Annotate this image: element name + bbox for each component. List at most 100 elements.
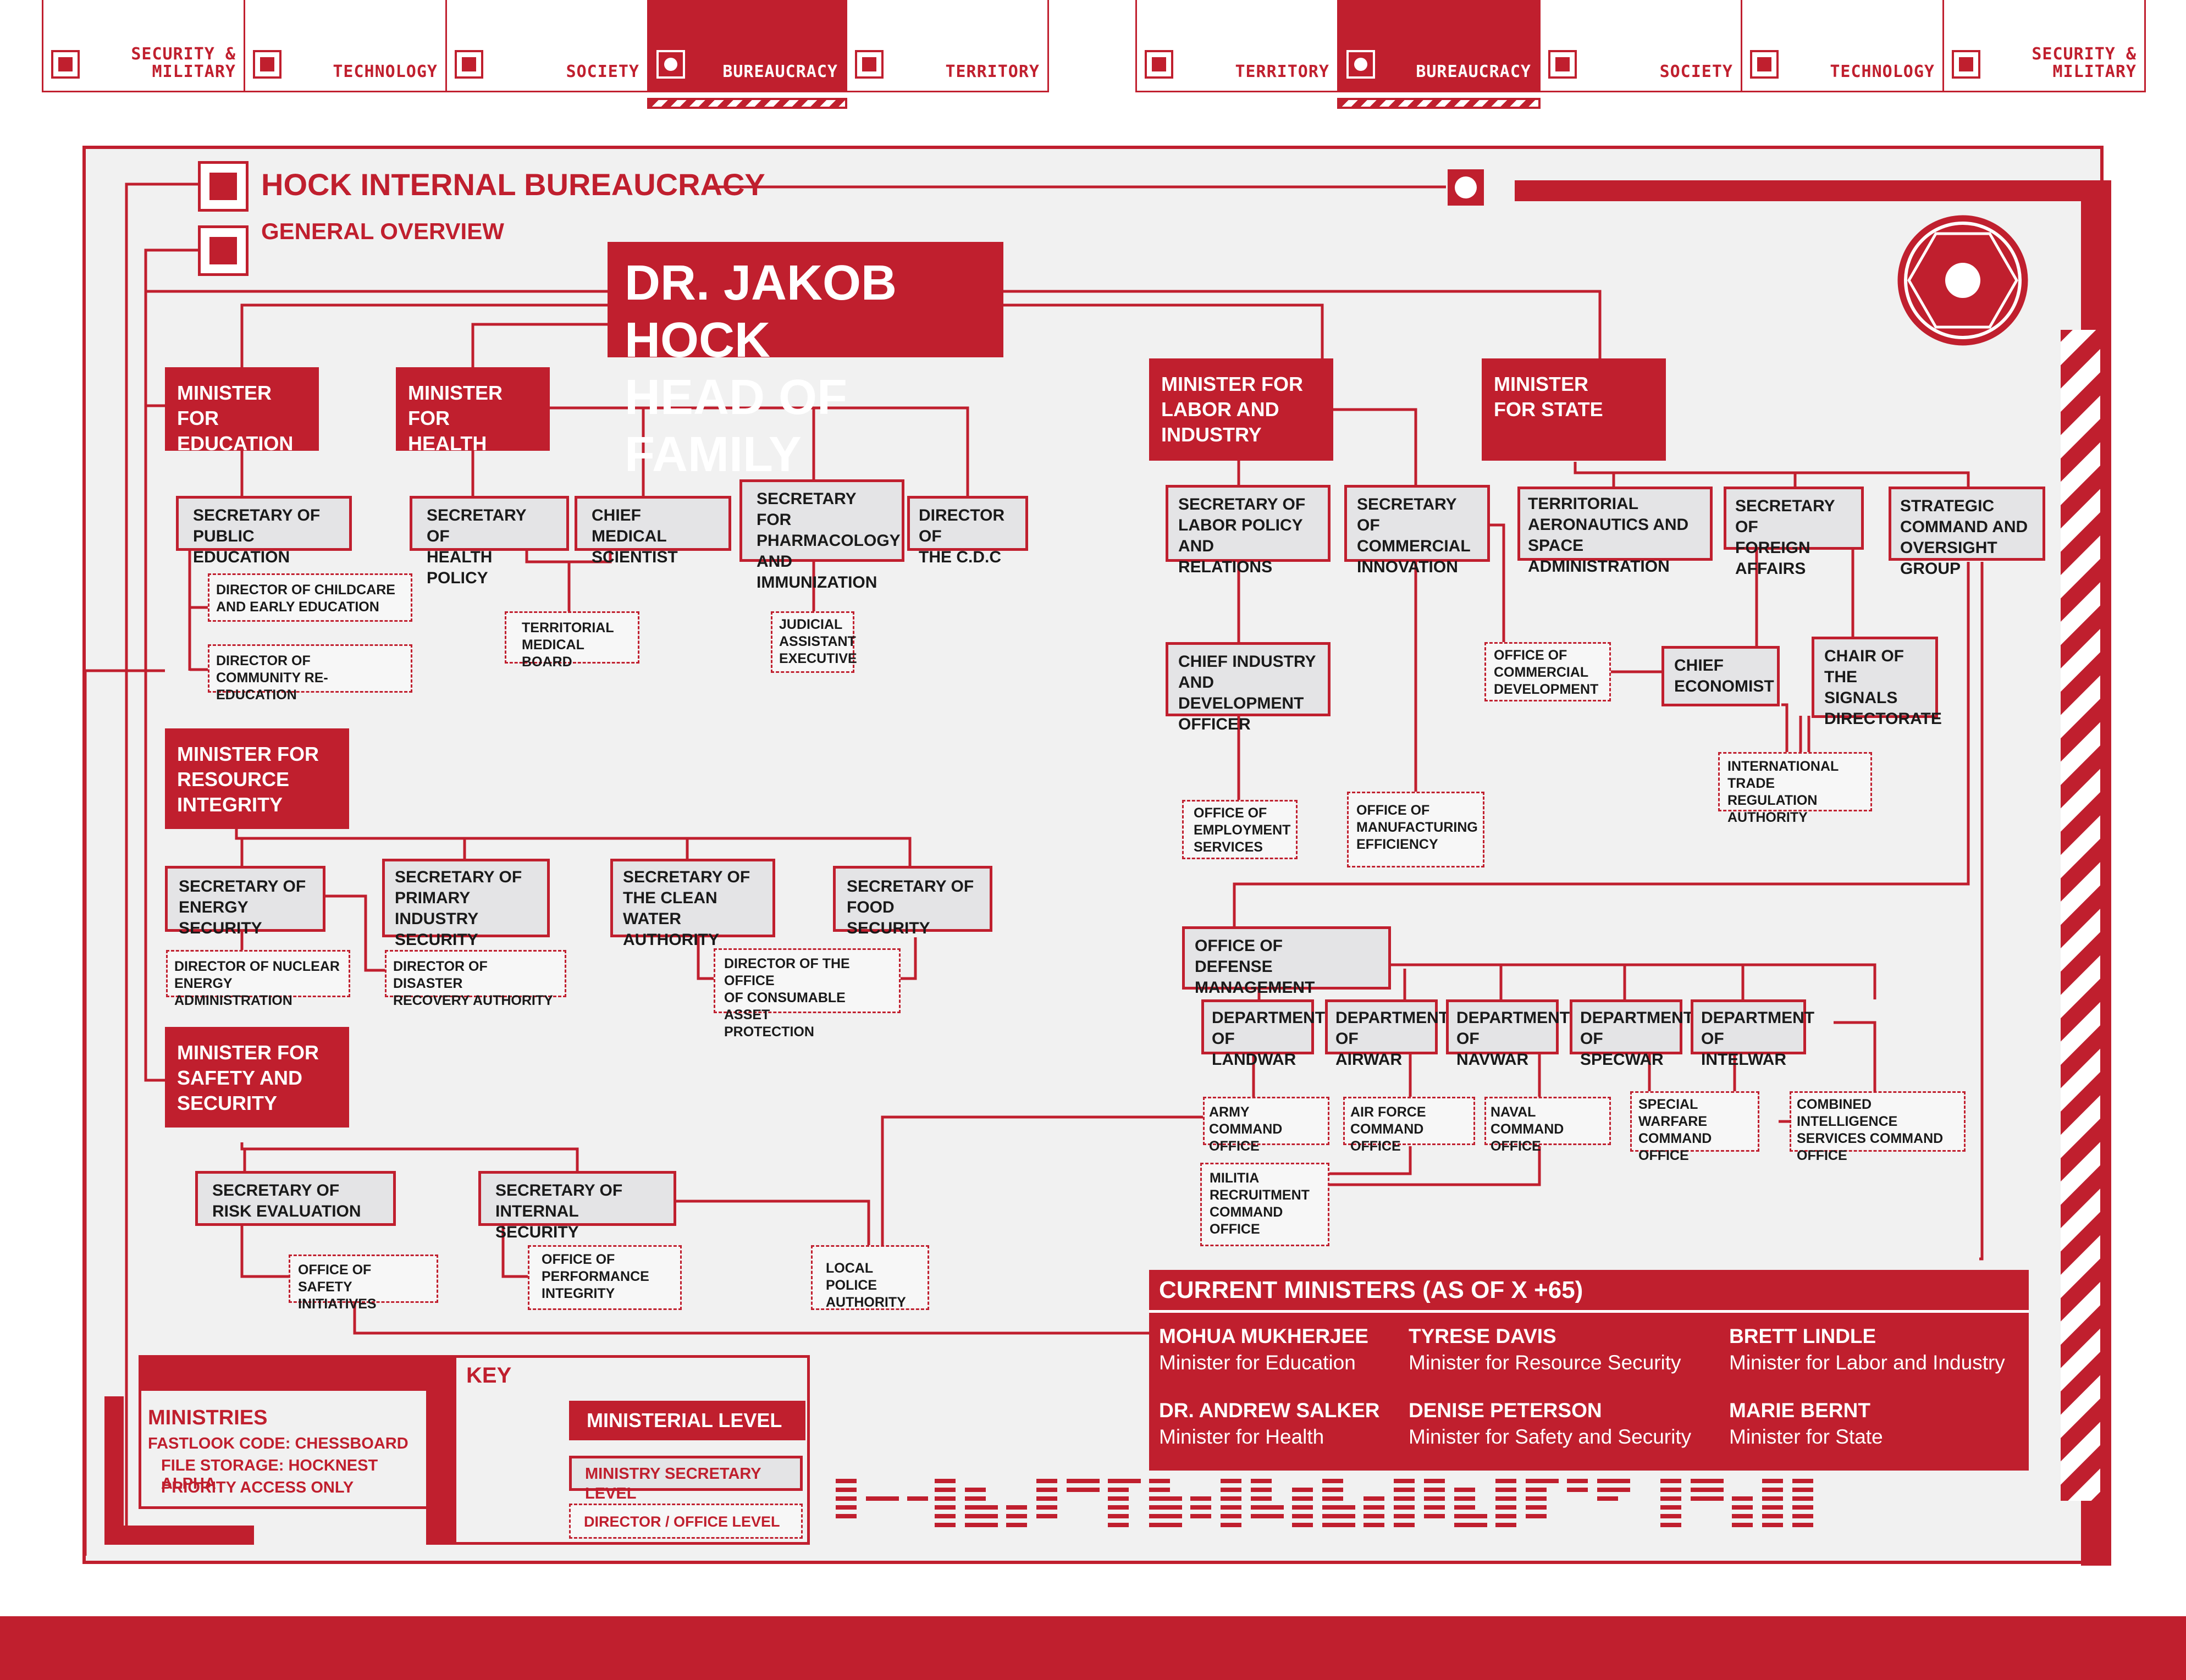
department-landwar: DEPARTMENT OF LANDWAR [1201, 999, 1325, 1069]
key-secretary-level: MINISTRY SECRETARY LEVEL [569, 1456, 803, 1502]
secretary-pharmacology: SECRETARY FOR PHARMACOLOGY AND IMMUNIZAT… [739, 479, 904, 592]
active-tab-indicator [647, 98, 847, 109]
chief-medical-scientist: CHIEF MEDICAL SCIENTIST [575, 496, 731, 566]
minister-role: Minister for Labor and Industry [1729, 1351, 2005, 1374]
director-childcare: DIRECTOR OF CHILDCARE AND EARLY EDUCATIO… [208, 573, 412, 622]
tab-security-military[interactable]: SECURITY & MILITARY [42, 0, 245, 92]
minister-name: BRETT LINDLE [1729, 1325, 1876, 1347]
minister-role: Minister for Resource Security [1409, 1351, 1681, 1374]
tab-icon [1750, 50, 1779, 79]
secretary-risk-evaluation: SECRETARY OF RISK EVALUATION [195, 1171, 396, 1226]
heading-divider [1149, 1310, 2029, 1313]
minister-state: MINISTER FOR STATE [1482, 358, 1666, 461]
director-consumable-asset: DIRECTOR OF THE OFFICE OF CONSUMABLE ASS… [714, 948, 901, 1040]
secretary-commercial-innovation: SECRETARY OF COMMERCIAL INNOVATION [1344, 485, 1490, 576]
key-left-bar [429, 1358, 456, 1542]
department-navwar: DEPARTMENT OF NAVWAR [1446, 999, 1570, 1069]
secretary-internal-security: SECRETARY OF INTERNAL SECURITY [478, 1171, 676, 1241]
info-line-2: FILE STORAGE: HOCKNEST ALPHA [161, 1457, 378, 1493]
current-ministers-heading: CURRENT MINISTERS (AS OF X +65) [1159, 1276, 1583, 1303]
tab-icon [1145, 50, 1173, 79]
tab-security-military-right[interactable]: SECURITY & MILITARY [1942, 0, 2146, 92]
info-line-1: FASTLOOK CODE: CHESSBOARD [148, 1435, 409, 1452]
chart-title: HOCK INTERNAL BUREAUCRACY [261, 167, 765, 202]
tab-icon [51, 50, 80, 79]
tab-bureaucracy[interactable]: BUREAUCRACY [647, 0, 847, 92]
minister-safety-security: MINISTER FOR SAFETY AND SECURITY [165, 1027, 349, 1128]
title-rule-marker [1448, 169, 1484, 206]
judicial-assistant-executive: JUDICIAL ASSISTANT EXECUTIVE [771, 611, 857, 673]
secretary-foreign-affairs: SECRETARY OF FOREIGN AFFAIRS [1724, 487, 1864, 578]
chair-signals-directorate: CHAIR OF THE SIGNALS DIRECTORATE [1812, 637, 1942, 728]
territorial-medical-board: TERRITORIAL MEDICAL BOARD [505, 611, 639, 670]
office-safety-initiatives: OFFICE OF SAFETY INITIATIVES [289, 1255, 438, 1312]
head-of-family: DR. JAKOB HOCK HEAD OF FAMILY [608, 242, 1003, 482]
minister-role: Minister for Health [1159, 1425, 1324, 1448]
minister-name: DENISE PETERSON [1409, 1399, 1602, 1422]
key-ministerial-level: MINISTERIAL LEVEL [569, 1401, 805, 1440]
subtitle-circle-fill [211, 238, 236, 263]
tab-bureaucracy-right[interactable]: BUREAUCRACY [1337, 0, 1541, 92]
local-police-authority: LOCAL POLICE AUTHORITY [811, 1245, 929, 1310]
office-employment-services: OFFICE OF EMPLOYMENT SERVICES [1182, 800, 1298, 859]
hex-nut-icon [1897, 215, 2028, 346]
tab-icon [1952, 50, 1980, 79]
office-defense-management: OFFICE OF DEFENSE MANAGEMENT [1182, 926, 1391, 997]
title-square-icon [198, 161, 249, 212]
tab-icon [1548, 50, 1577, 79]
ministries-info-box: MINISTRIES FASTLOOK CODE: CHESSBOARD FIL… [139, 1355, 429, 1509]
special-warfare-command-office: SPECIAL WARFARE COMMAND OFFICE [1630, 1091, 1759, 1163]
minister-role: Minister for Safety and Security [1409, 1425, 1692, 1448]
strategic-command-group: STRATEGIC COMMAND AND OVERSIGHT GROUP [1889, 487, 2045, 578]
tab-territory-right[interactable]: TERRITORY [1135, 0, 1339, 92]
territorial-aeronautics: TERRITORIAL AERONAUTICS AND SPACE ADMINI… [1517, 487, 1713, 576]
secretary-food-security: SECRETARY OF FOOD SECURITY [833, 866, 992, 937]
department-intelwar: DEPARTMENT OF INTELWAR [1691, 999, 1814, 1069]
naval-command-office: NAVAL COMMAND OFFICE [1484, 1097, 1611, 1154]
department-airwar: DEPARTMENT OF AIRWAR [1325, 999, 1449, 1069]
combined-intelligence-office: COMBINED INTELLIGENCE SERVICES COMMAND O… [1790, 1091, 1966, 1163]
director-cdc: DIRECTOR OF THE C.D.C [907, 496, 1028, 566]
minister-name: MOHUA MUKHERJEE [1159, 1325, 1368, 1347]
tab-icon [1346, 50, 1375, 79]
secretary-labor-policy: SECRETARY OF LABOR POLICY AND RELATIONS [1166, 485, 1331, 576]
minister-role: Minister for State [1729, 1425, 1883, 1448]
office-performance-integrity: OFFICE OF PERFORMANCE INTEGRITY [528, 1245, 682, 1310]
chief-industry-officer: CHIEF INDUSTRY AND DEVELOPMENT OFFICER [1166, 642, 1331, 733]
director-re-education: DIRECTOR OF COMMUNITY RE-EDUCATION [208, 644, 412, 703]
chief-economist: CHIEF ECONOMIST [1661, 646, 1780, 706]
office-commercial-development: OFFICE OF COMMERCIAL DEVELOPMENT [1484, 642, 1611, 701]
air-force-command-office: AIR FORCE COMMAND OFFICE [1343, 1097, 1475, 1154]
tab-icon [855, 50, 884, 79]
minister-education: MINISTER FOR EDUCATION [165, 367, 319, 455]
secretary-health-policy: SECRETARY OF HEALTH POLICY [410, 496, 569, 587]
tab-territory[interactable]: TERRITORY [846, 0, 1049, 92]
secretary-clean-water: SECRETARY OF THE CLEAN WATER AUTHORITY [610, 859, 775, 949]
tab-technology-right[interactable]: TECHNOLOGY [1741, 0, 1944, 92]
international-trade-authority: INTERNATIONAL TRADE REGULATION AUTHORITY [1718, 752, 1872, 825]
secretary-energy-security: SECRETARY OF ENERGY SECURITY [165, 866, 325, 937]
army-command-office: ARMY COMMAND OFFICE [1203, 1097, 1329, 1154]
info-top-bar [141, 1358, 426, 1391]
tab-icon [455, 50, 483, 79]
bottom-bar [0, 1616, 2186, 1680]
director-nuclear-energy: DIRECTOR OF NUCLEAR ENERGY ADMINISTRATIO… [166, 950, 350, 1008]
tab-icon [253, 50, 281, 79]
active-tab-indicator [1337, 98, 1541, 109]
tab-icon [656, 50, 685, 79]
key-director-level: DIRECTOR / OFFICE LEVEL [569, 1504, 803, 1539]
tab-society-right[interactable]: SOCIETY [1539, 0, 1742, 92]
minister-labor-industry: MINISTER FOR LABOR AND INDUSTRY [1149, 358, 1333, 461]
minister-health: MINISTER FOR HEALTH [396, 367, 550, 455]
minister-name: DR. ANDREW SALKER [1159, 1399, 1380, 1422]
key-title: KEY [466, 1363, 512, 1388]
info-line-3: PRIORITY ACCESS ONLY [161, 1479, 354, 1496]
minister-resource-integrity: MINISTER FOR RESOURCE INTEGRITY [165, 728, 349, 829]
minister-name: TYRESE DAVIS [1409, 1325, 1556, 1347]
militia-recruitment-office: MILITIA RECRUITMENT COMMAND OFFICE [1200, 1163, 1329, 1246]
current-ministers-panel: CURRENT MINISTERS (AS OF X +65) MOHUA MU… [1149, 1270, 2029, 1471]
department-specwar: DEPARTMENT OF SPECWAR [1570, 999, 1693, 1069]
minister-name: MARIE BERNT [1729, 1399, 1870, 1422]
secretary-primary-industry: SECRETARY OF PRIMARY INDUSTRY SECURITY [382, 859, 550, 949]
pixel-code-decoration [836, 1479, 1813, 1527]
